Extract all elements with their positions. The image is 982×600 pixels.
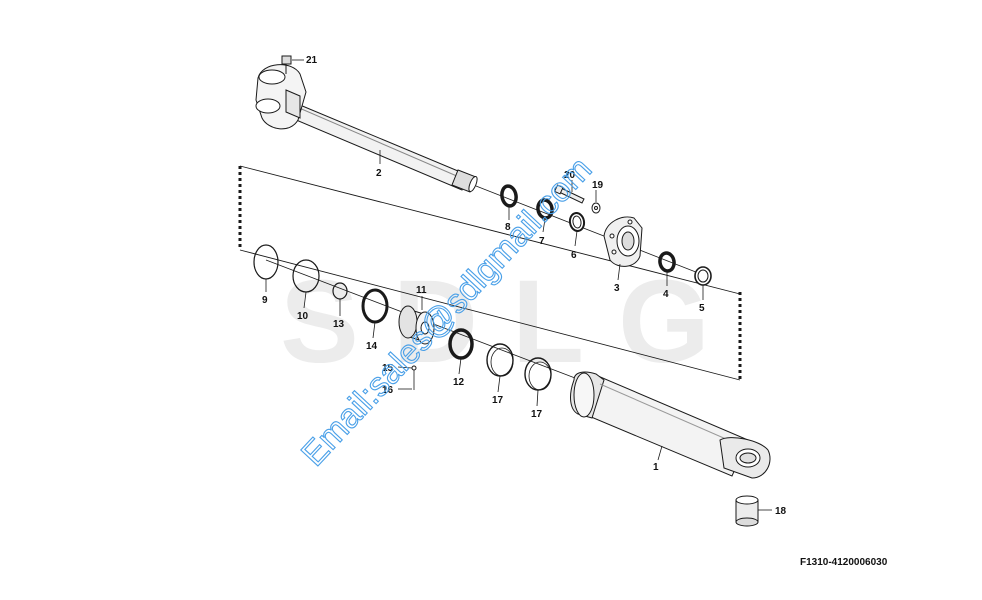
leader-lines (265, 59, 772, 511)
bushing-part-18 (735, 495, 759, 527)
callout-10: 10 (297, 311, 309, 322)
piston-part-11 (398, 305, 435, 345)
washer-part-19 (591, 202, 601, 214)
seal-part-4 (658, 251, 676, 273)
ring-part-5 (694, 266, 712, 286)
callout-5: 5 (699, 303, 705, 314)
logo-text: SDLG (280, 256, 744, 388)
cylinder-head-part-3 (603, 216, 643, 267)
seal-part-6 (568, 212, 586, 232)
callout-1: 1 (653, 462, 659, 473)
callout-12: 12 (453, 377, 465, 388)
callout-labels: 21 2 8 7 6 20 19 3 4 5 9 10 13 14 11 15 … (262, 55, 787, 517)
callout-4: 4 (663, 289, 669, 300)
callout-11: 11 (416, 285, 427, 296)
callout-13: 13 (333, 319, 345, 330)
seal-part-8 (500, 184, 518, 208)
sdlg-logo-watermark: SDLG (280, 256, 744, 388)
pin-part-15-16 (411, 365, 417, 390)
figure-code: F1310-4120006030 (800, 557, 888, 568)
screw-part-20 (553, 184, 585, 204)
callout-8: 8 (505, 222, 511, 233)
callout-16: 16 (382, 385, 394, 396)
callout-21: 21 (306, 55, 318, 66)
callout-17-a: 17 (492, 395, 504, 406)
callout-7: 7 (539, 236, 545, 247)
piston-rod-part-2 (255, 55, 478, 193)
callout-18: 18 (775, 506, 787, 517)
o-ring-part-9 (253, 244, 279, 280)
seal-part-7 (536, 198, 554, 220)
callout-14: 14 (366, 341, 378, 352)
callout-3: 3 (614, 283, 620, 294)
callout-2: 2 (376, 168, 382, 179)
callout-6: 6 (571, 250, 577, 261)
callout-20: 20 (564, 170, 576, 181)
callout-9: 9 (262, 295, 268, 306)
callout-15: 15 (382, 363, 394, 374)
cylinder-tube-part-1 (570, 371, 771, 479)
callout-17-b: 17 (531, 409, 543, 420)
callout-19: 19 (592, 180, 604, 191)
